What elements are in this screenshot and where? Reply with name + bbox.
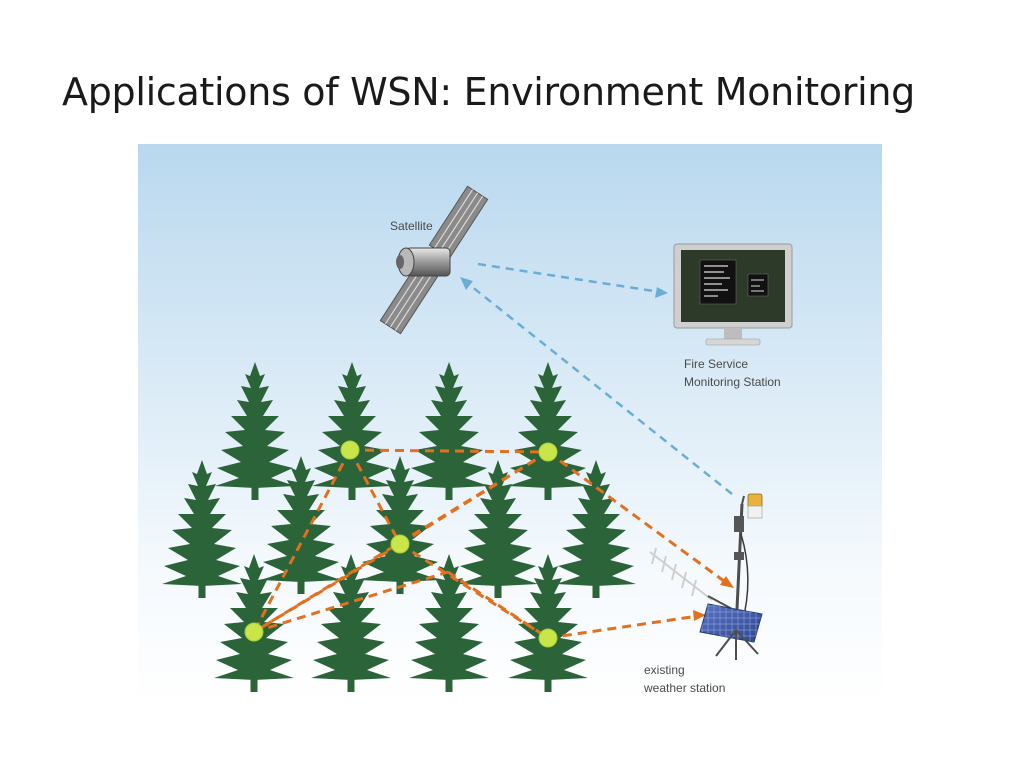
gateway-arrowheads <box>693 576 734 621</box>
wsn-diagram-svg: Satellite Fire Service Monitoring Statio… <box>138 144 882 704</box>
mesh-link <box>252 449 352 633</box>
sensor-node-icon <box>390 534 410 554</box>
sensor-node-icon <box>340 440 360 460</box>
arrowhead <box>693 610 706 621</box>
satellite-uplink <box>465 281 733 495</box>
slide-title: Applications of WSN: Environment Monitor… <box>62 70 915 114</box>
monitor-icon <box>673 243 793 346</box>
satellite-downlink <box>477 262 661 294</box>
sensor-nodes <box>244 440 558 648</box>
gateway-links <box>547 450 729 640</box>
mesh-link <box>547 614 699 640</box>
mesh-link <box>547 450 729 586</box>
sensor-node-icon <box>244 622 264 642</box>
mesh-link <box>253 570 449 634</box>
arrowhead <box>460 277 473 290</box>
mesh-link <box>349 448 549 454</box>
monitoring-station-label-line2: Monitoring Station <box>684 375 781 389</box>
monitoring-station-label-line1: Fire Service <box>684 357 748 371</box>
satellite-links <box>465 262 733 495</box>
arrowhead <box>720 576 734 588</box>
weather-station-label-line2: weather station <box>643 681 725 695</box>
wsn-diagram: Satellite Fire Service Monitoring Statio… <box>138 144 882 704</box>
mesh-link <box>348 449 402 545</box>
satellite-label: Satellite <box>390 219 433 233</box>
antenna-icon <box>649 547 713 601</box>
arrowhead <box>655 287 668 298</box>
satellite-icon <box>379 185 489 335</box>
mesh-link <box>447 570 549 640</box>
sensor-node-icon <box>538 628 558 648</box>
sensor-node-icon <box>538 442 558 462</box>
weather-station-label-line1: existing <box>644 663 685 677</box>
solar-panel-icon <box>699 603 763 643</box>
satellite-arrowheads <box>460 277 668 298</box>
weather-station-icon <box>649 493 763 660</box>
